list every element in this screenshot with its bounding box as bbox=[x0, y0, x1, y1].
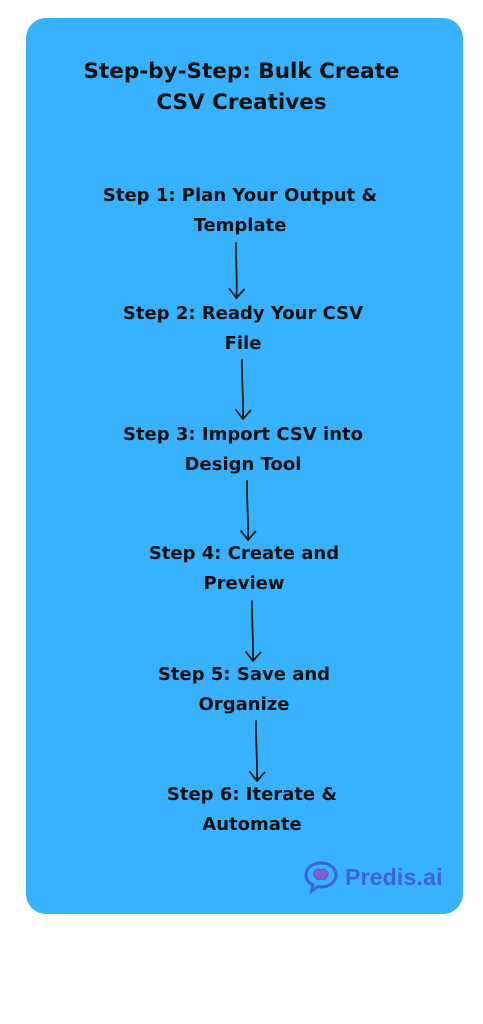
step-1: Step 1: Plan Your Output & Template bbox=[80, 181, 400, 241]
step-1-line-2: Template bbox=[193, 215, 287, 236]
step-5: Step 5: Save and Organize bbox=[84, 660, 404, 720]
step-6-line-2: Automate bbox=[202, 814, 302, 835]
logo-wordmark: Predis.ai bbox=[345, 863, 443, 890]
step-3: Step 3: Import CSV into Design Tool bbox=[83, 420, 403, 480]
page-title: Step-by-Step: Bulk Create CSV Creatives bbox=[0, 56, 483, 118]
step-5-line-1: Step 5: Save and bbox=[157, 664, 331, 685]
infographic-card bbox=[26, 18, 463, 914]
step-1-line-1: Step 1: Plan Your Output & bbox=[102, 185, 378, 206]
step-2-line-1: Step 2: Ready Your CSV bbox=[122, 303, 364, 324]
title-line-2: CSV Creatives bbox=[156, 90, 327, 115]
step-6-line-1: Step 6: Iterate & bbox=[166, 784, 338, 805]
step-3-line-1: Step 3: Import CSV into bbox=[122, 424, 364, 445]
step-2: Step 2: Ready Your CSV File bbox=[83, 299, 403, 359]
speech-bubble-brain-icon bbox=[304, 861, 338, 894]
step-5-line-2: Organize bbox=[198, 694, 290, 715]
step-4-line-1: Step 4: Create and bbox=[148, 543, 340, 564]
step-6: Step 6: Iterate & Automate bbox=[92, 780, 412, 840]
step-3-line-2: Design Tool bbox=[184, 454, 302, 475]
step-4-line-2: Preview bbox=[203, 573, 285, 594]
step-2-line-2: File bbox=[224, 333, 262, 354]
title-line-1: Step-by-Step: Bulk Create bbox=[83, 59, 400, 84]
step-4: Step 4: Create and Preview bbox=[84, 539, 404, 599]
predis-logo: Predis.ai bbox=[303, 859, 443, 895]
